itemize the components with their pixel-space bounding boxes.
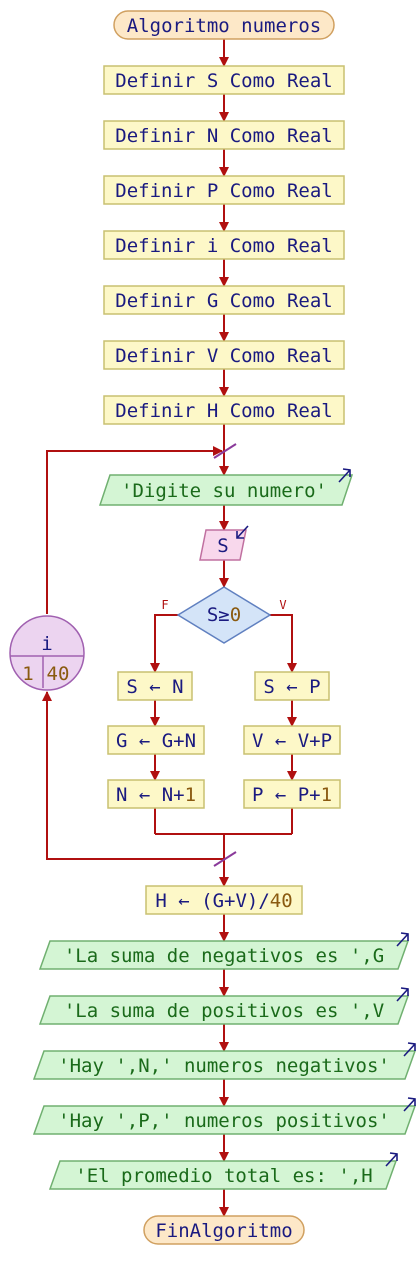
loop-end: 40 <box>47 663 70 685</box>
assign-g-gn[interactable]: G ← G+N <box>107 725 205 755</box>
output-text: 'El promedio total es: ',H <box>75 1165 372 1187</box>
input-arrow-icon <box>236 525 249 539</box>
output-prompt[interactable]: 'Digite su numero' <box>98 468 354 506</box>
assign-text: G ← G+N <box>116 730 196 752</box>
output-average[interactable]: 'El promedio total es: ',H <box>48 1152 398 1190</box>
output-arrow-icon <box>396 987 409 1002</box>
true-branch-label: V <box>279 598 286 612</box>
output-text: 'Hay ',P,' numeros positivos' <box>58 1110 390 1132</box>
loop-variable: i <box>41 633 52 655</box>
output-text: 'Hay ',N,' numeros negativos' <box>58 1055 390 1077</box>
definition-text: Definir i Como Real <box>115 235 332 257</box>
output-arrow-icon <box>396 932 409 947</box>
definition-text: Definir H Como Real <box>115 400 332 422</box>
assign-s-p[interactable]: S ← P <box>254 671 330 701</box>
output-arrow-icon <box>403 1097 416 1112</box>
assign-text: S ← N <box>126 676 183 698</box>
output-text: 'La suma de negativos es ',G <box>64 945 384 967</box>
output-prompt-text: 'Digite su numero' <box>121 480 327 502</box>
definition-block-7[interactable]: Definir H Como Real <box>103 395 345 425</box>
definition-text: Definir P Como Real <box>115 180 332 202</box>
output-text: 'La suma de positivos es ',V <box>64 1000 384 1022</box>
output-arrow-icon <box>338 468 351 483</box>
false-branch-label: F <box>161 598 168 612</box>
connectors <box>42 39 297 1217</box>
output-arrow-icon <box>385 1152 398 1167</box>
start-label: Algoritmo numeros <box>127 15 321 37</box>
decision-diamond[interactable]: S≥0 <box>176 586 272 644</box>
end-label: FinAlgoritmo <box>155 1220 292 1242</box>
assign-text: H ← (G+V)/40 <box>155 890 292 912</box>
definition-block-1[interactable]: Definir S Como Real <box>103 65 345 95</box>
assign-text: V ← V+P <box>252 730 332 752</box>
loop-start: 1 <box>22 663 33 685</box>
output-arrow-icon <box>403 1042 416 1057</box>
definition-text: Definir G Como Real <box>115 290 332 312</box>
assign-text: N ← N+1 <box>116 784 196 806</box>
assign-s-n[interactable]: S ← N <box>117 671 193 701</box>
definition-block-4[interactable]: Definir i Como Real <box>103 230 345 260</box>
input-read[interactable]: S <box>199 525 249 561</box>
output-negatives-sum[interactable]: 'La suma de negativos es ',G <box>38 932 410 970</box>
loop-mark-bottom <box>213 851 237 867</box>
definition-text: Definir V Como Real <box>115 345 332 367</box>
start-terminal[interactable]: Algoritmo numeros <box>113 10 335 40</box>
definition-text: Definir S Como Real <box>115 70 332 92</box>
for-loop-node[interactable]: i 1 40 <box>9 615 85 691</box>
output-negatives-count[interactable]: 'Hay ',N,' numeros negativos' <box>32 1042 417 1080</box>
definition-text: Definir N Como Real <box>115 125 332 147</box>
assign-p-p1[interactable]: P ← P+1 <box>243 779 341 809</box>
assign-v-vp[interactable]: V ← V+P <box>243 725 341 755</box>
assign-text: P ← P+1 <box>252 784 332 806</box>
assign-n-n1[interactable]: N ← N+1 <box>107 779 205 809</box>
definition-block-2[interactable]: Definir N Como Real <box>103 120 345 150</box>
definition-block-6[interactable]: Definir V Como Real <box>103 340 345 370</box>
definition-block-5[interactable]: Definir G Como Real <box>103 285 345 315</box>
end-terminal[interactable]: FinAlgoritmo <box>143 1215 305 1245</box>
definition-block-3[interactable]: Definir P Como Real <box>103 175 345 205</box>
assign-text: S ← P <box>263 676 320 698</box>
loop-mark-top <box>213 443 237 459</box>
output-positives-sum[interactable]: 'La suma de positivos es ',V <box>38 987 410 1025</box>
output-positives-count[interactable]: 'Hay ',P,' numeros positivos' <box>32 1097 417 1135</box>
assign-average[interactable]: H ← (G+V)/40 <box>145 885 303 915</box>
input-variable: S <box>217 535 228 557</box>
decision-condition: S≥0 <box>207 604 241 626</box>
